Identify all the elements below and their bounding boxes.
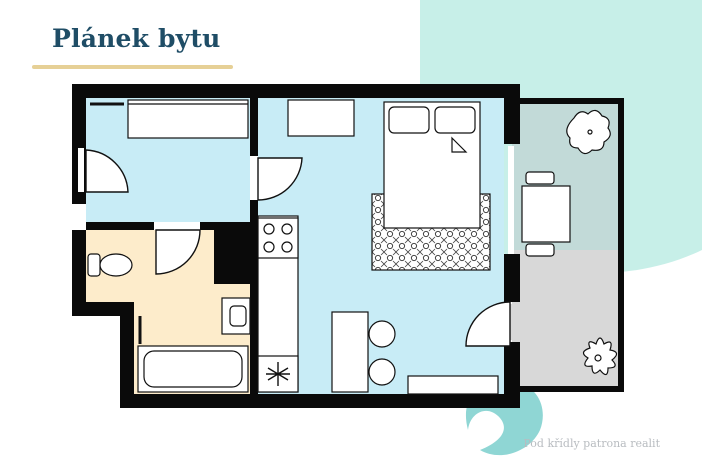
shelf-icon [287, 99, 355, 137]
bar-stool-icon [368, 320, 396, 348]
fridge-icon [257, 355, 299, 393]
wall-interior-vertical-bottom [250, 200, 258, 400]
wall-bath-kitchen-block [214, 228, 250, 284]
double-bed-icon [383, 101, 481, 229]
balcony-furniture [521, 109, 618, 376]
balcony-entrance-door [465, 301, 511, 347]
bathtub-icon [137, 345, 249, 393]
balcony-door-gap [508, 146, 514, 254]
plant-icon [566, 109, 611, 155]
wall-interior-vertical-top [250, 98, 258, 156]
living-furniture [257, 99, 499, 395]
title-underline [32, 65, 233, 69]
wall-left-step [72, 302, 134, 316]
wall-bottom [120, 394, 520, 408]
bathroom-door [155, 229, 201, 275]
cooktop-icon [257, 217, 299, 259]
hallway-living-door [257, 157, 303, 201]
sideboard-icon [407, 375, 499, 395]
wall-left-bottom [120, 302, 134, 408]
washbasin-icon [221, 297, 251, 335]
page-title: Plánek bytu [52, 24, 221, 53]
wall-top [72, 84, 520, 98]
flower-icon [582, 337, 618, 376]
walls [72, 84, 624, 408]
hallway-entry-door [85, 149, 129, 193]
wall-left-lower [72, 230, 86, 316]
bar-stool-icon-2 [368, 358, 396, 386]
balcony-rail-top [520, 98, 624, 104]
outdoor-chair-icon [525, 171, 555, 185]
wall-hallway-bath-2 [200, 222, 258, 230]
balcony-rail-right [618, 98, 624, 392]
bathroom-furniture [87, 253, 251, 393]
toilet-icon [87, 253, 133, 277]
wall-right-upper [504, 84, 520, 144]
doors [85, 149, 511, 347]
wall-hallway-bath [86, 222, 154, 230]
dining-table-icon [331, 311, 369, 393]
balcony-rail-bottom [506, 386, 624, 392]
wardrobe-icon [127, 99, 249, 139]
wall-right-mid [504, 254, 520, 302]
outdoor-table-icon [521, 185, 571, 243]
watermark-text: Pod křídly patrona realit [523, 437, 660, 450]
outdoor-chair-icon-2 [525, 243, 555, 257]
hallway-furniture [90, 99, 249, 139]
left-window [78, 148, 84, 192]
wall-right-lower [504, 342, 520, 408]
